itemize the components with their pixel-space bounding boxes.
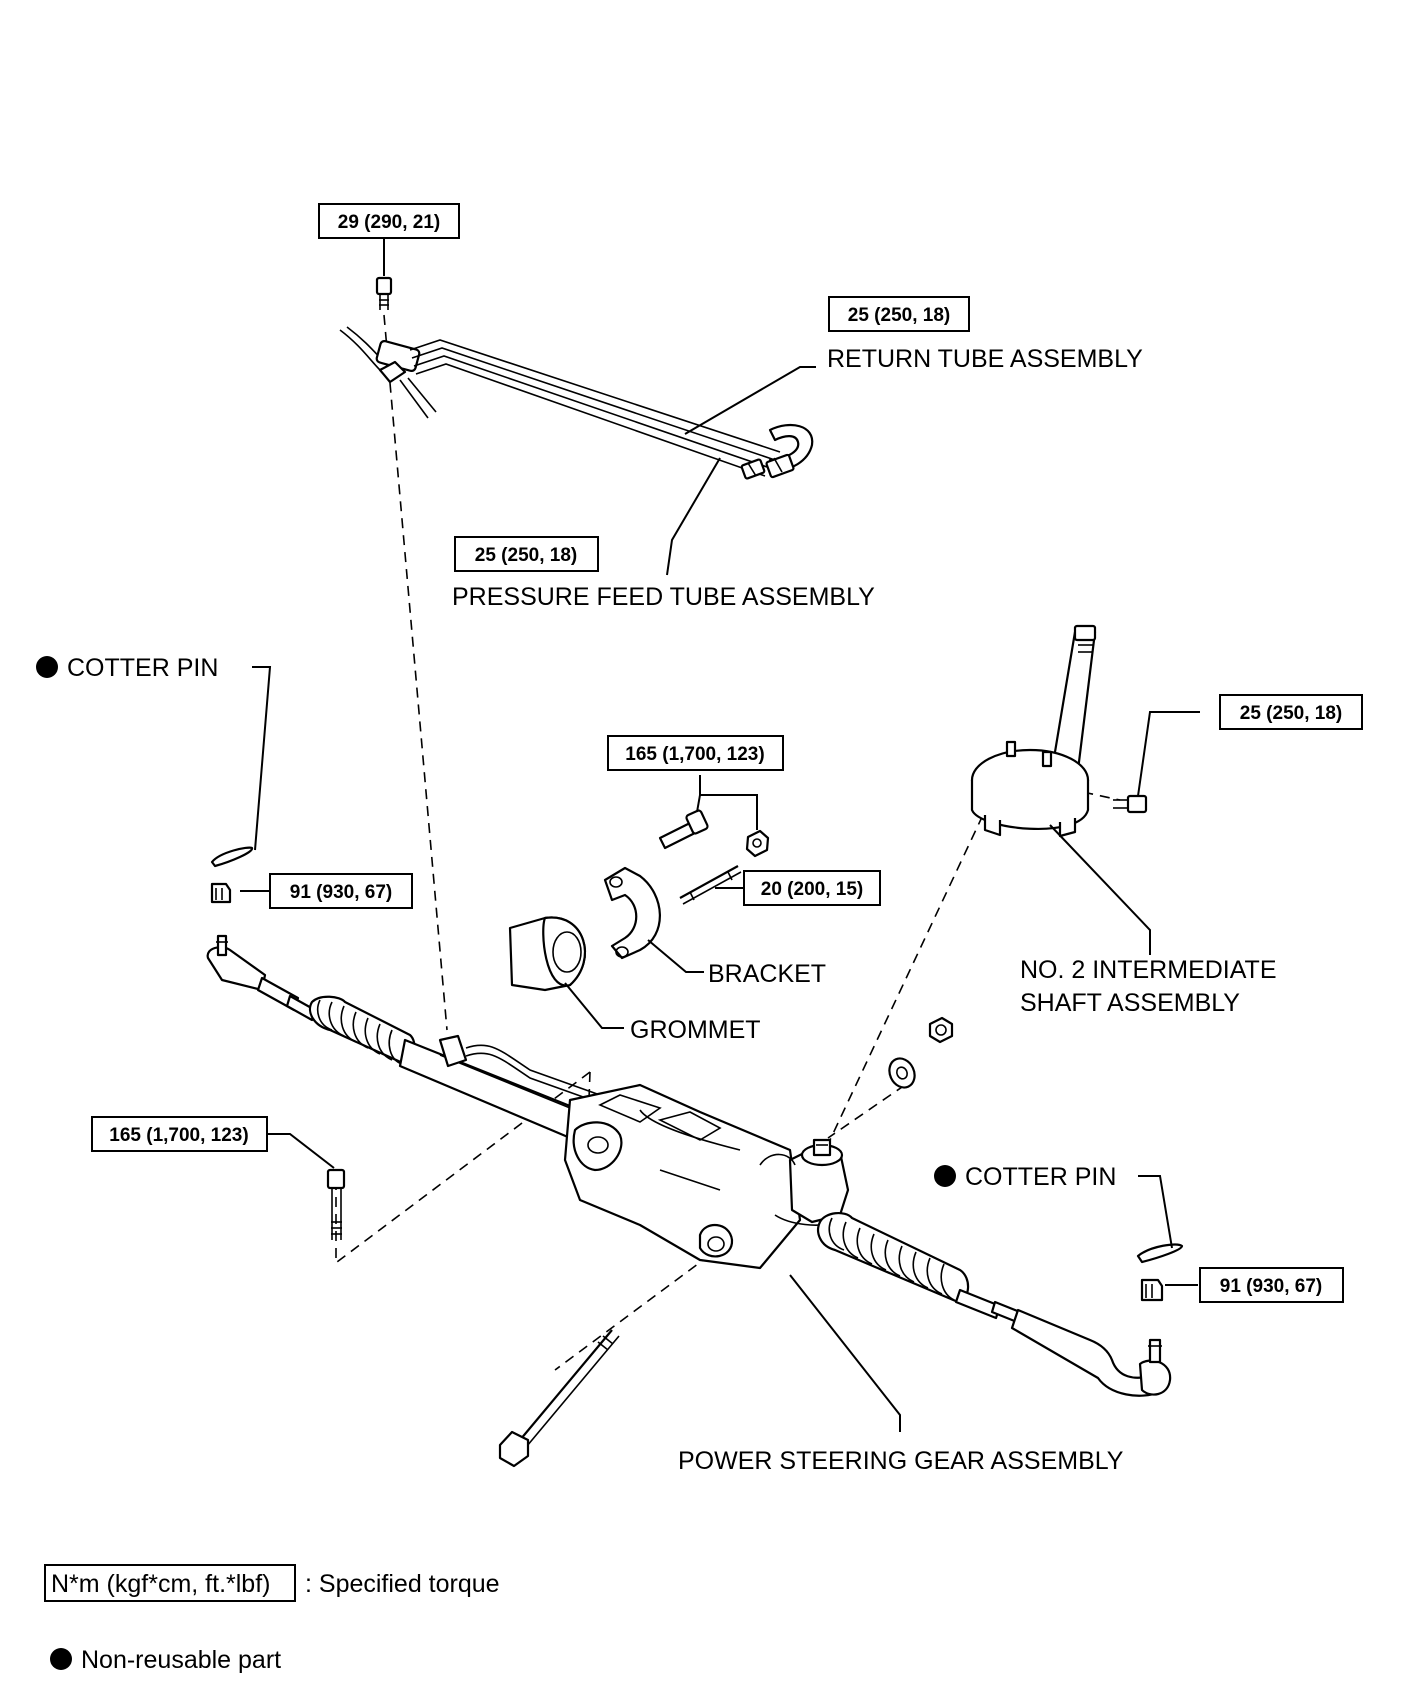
intermediate-shaft xyxy=(970,624,1097,838)
torque-value: 25 (250, 18) xyxy=(848,305,950,326)
torque-value: 29 (290, 21) xyxy=(338,212,440,233)
gear-mount-bolt xyxy=(326,1168,346,1240)
gear-washers xyxy=(888,1016,954,1089)
legend-torque-units: N*m (kgf*cm, ft.*lbf) xyxy=(51,1570,270,1598)
non-reusable-dot-icon xyxy=(50,1648,72,1670)
steering-rack xyxy=(206,934,1172,1397)
non-reusable-dot-icon xyxy=(934,1165,956,1187)
label-grommet: GROMMET xyxy=(630,1016,761,1044)
grommet-part xyxy=(508,916,586,992)
label-cotter-pin-right: COTTER PIN xyxy=(934,1163,1116,1191)
label-gear-assembly: POWER STEERING GEAR ASSEMBLY xyxy=(678,1447,1124,1475)
torque-value: 20 (200, 15) xyxy=(761,879,863,900)
legend-nonreusable: Non-reusable part xyxy=(50,1646,281,1674)
torque-callout-upper-bolt: 29 (290, 21) xyxy=(318,203,460,239)
label-cotter-pin-left: COTTER PIN xyxy=(36,654,218,682)
torque-callout-return-tube: 25 (250, 18) xyxy=(828,296,970,332)
torque-value: 25 (250, 18) xyxy=(1240,703,1342,724)
torque-value: 165 (1,700, 123) xyxy=(625,744,764,765)
label-shaft-line1: NO. 2 INTERMEDIATE xyxy=(1020,956,1277,984)
non-reusable-dot-icon xyxy=(36,656,58,678)
legend-torque-desc: : Specified torque xyxy=(305,1570,500,1598)
label-pressure-tube: PRESSURE FEED TUBE ASSEMBLY xyxy=(452,583,875,611)
legend-nonreusable-text: Non-reusable part xyxy=(81,1646,281,1674)
torque-callout-shaft-bolt: 25 (250, 18) xyxy=(1219,694,1363,730)
label-return-tube: RETURN TUBE ASSEMBLY xyxy=(827,345,1143,373)
label-bracket: BRACKET xyxy=(708,960,826,988)
long-through-bolt xyxy=(498,1329,620,1468)
torque-value: 91 (930, 67) xyxy=(1220,1276,1322,1297)
right-cotter-pin-and-nut xyxy=(1136,1243,1184,1302)
bracket-part xyxy=(603,866,661,960)
torque-callout-left-nut: 91 (930, 67) xyxy=(269,873,413,909)
label-shaft-line2: SHAFT ASSEMBLY xyxy=(1020,989,1240,1017)
bracket-hardware xyxy=(658,809,770,905)
upper-bolt xyxy=(375,276,393,310)
torque-callout-pressure-tube: 25 (250, 18) xyxy=(454,536,599,572)
label-text: COTTER PIN xyxy=(67,654,218,682)
label-text: COTTER PIN xyxy=(965,1163,1116,1191)
torque-callout-right-nut: 91 (930, 67) xyxy=(1199,1267,1344,1303)
left-cotter-pin-and-nut xyxy=(210,846,254,904)
torque-callout-bracket-stud: 20 (200, 15) xyxy=(743,870,881,906)
torque-value: 25 (250, 18) xyxy=(475,545,577,566)
tube-assemblies xyxy=(339,326,814,480)
torque-value: 91 (930, 67) xyxy=(290,882,392,903)
torque-value: 165 (1,700, 123) xyxy=(109,1125,248,1146)
torque-callout-gear-bolt: 165 (1,700, 123) xyxy=(91,1116,268,1152)
torque-callout-bracket-bolt: 165 (1,700, 123) xyxy=(607,735,784,771)
shaft-bolt xyxy=(1113,794,1148,814)
legend-torque: N*m (kgf*cm, ft.*lbf) : Specified torque xyxy=(44,1564,500,1602)
leader-lines xyxy=(240,238,1200,1432)
